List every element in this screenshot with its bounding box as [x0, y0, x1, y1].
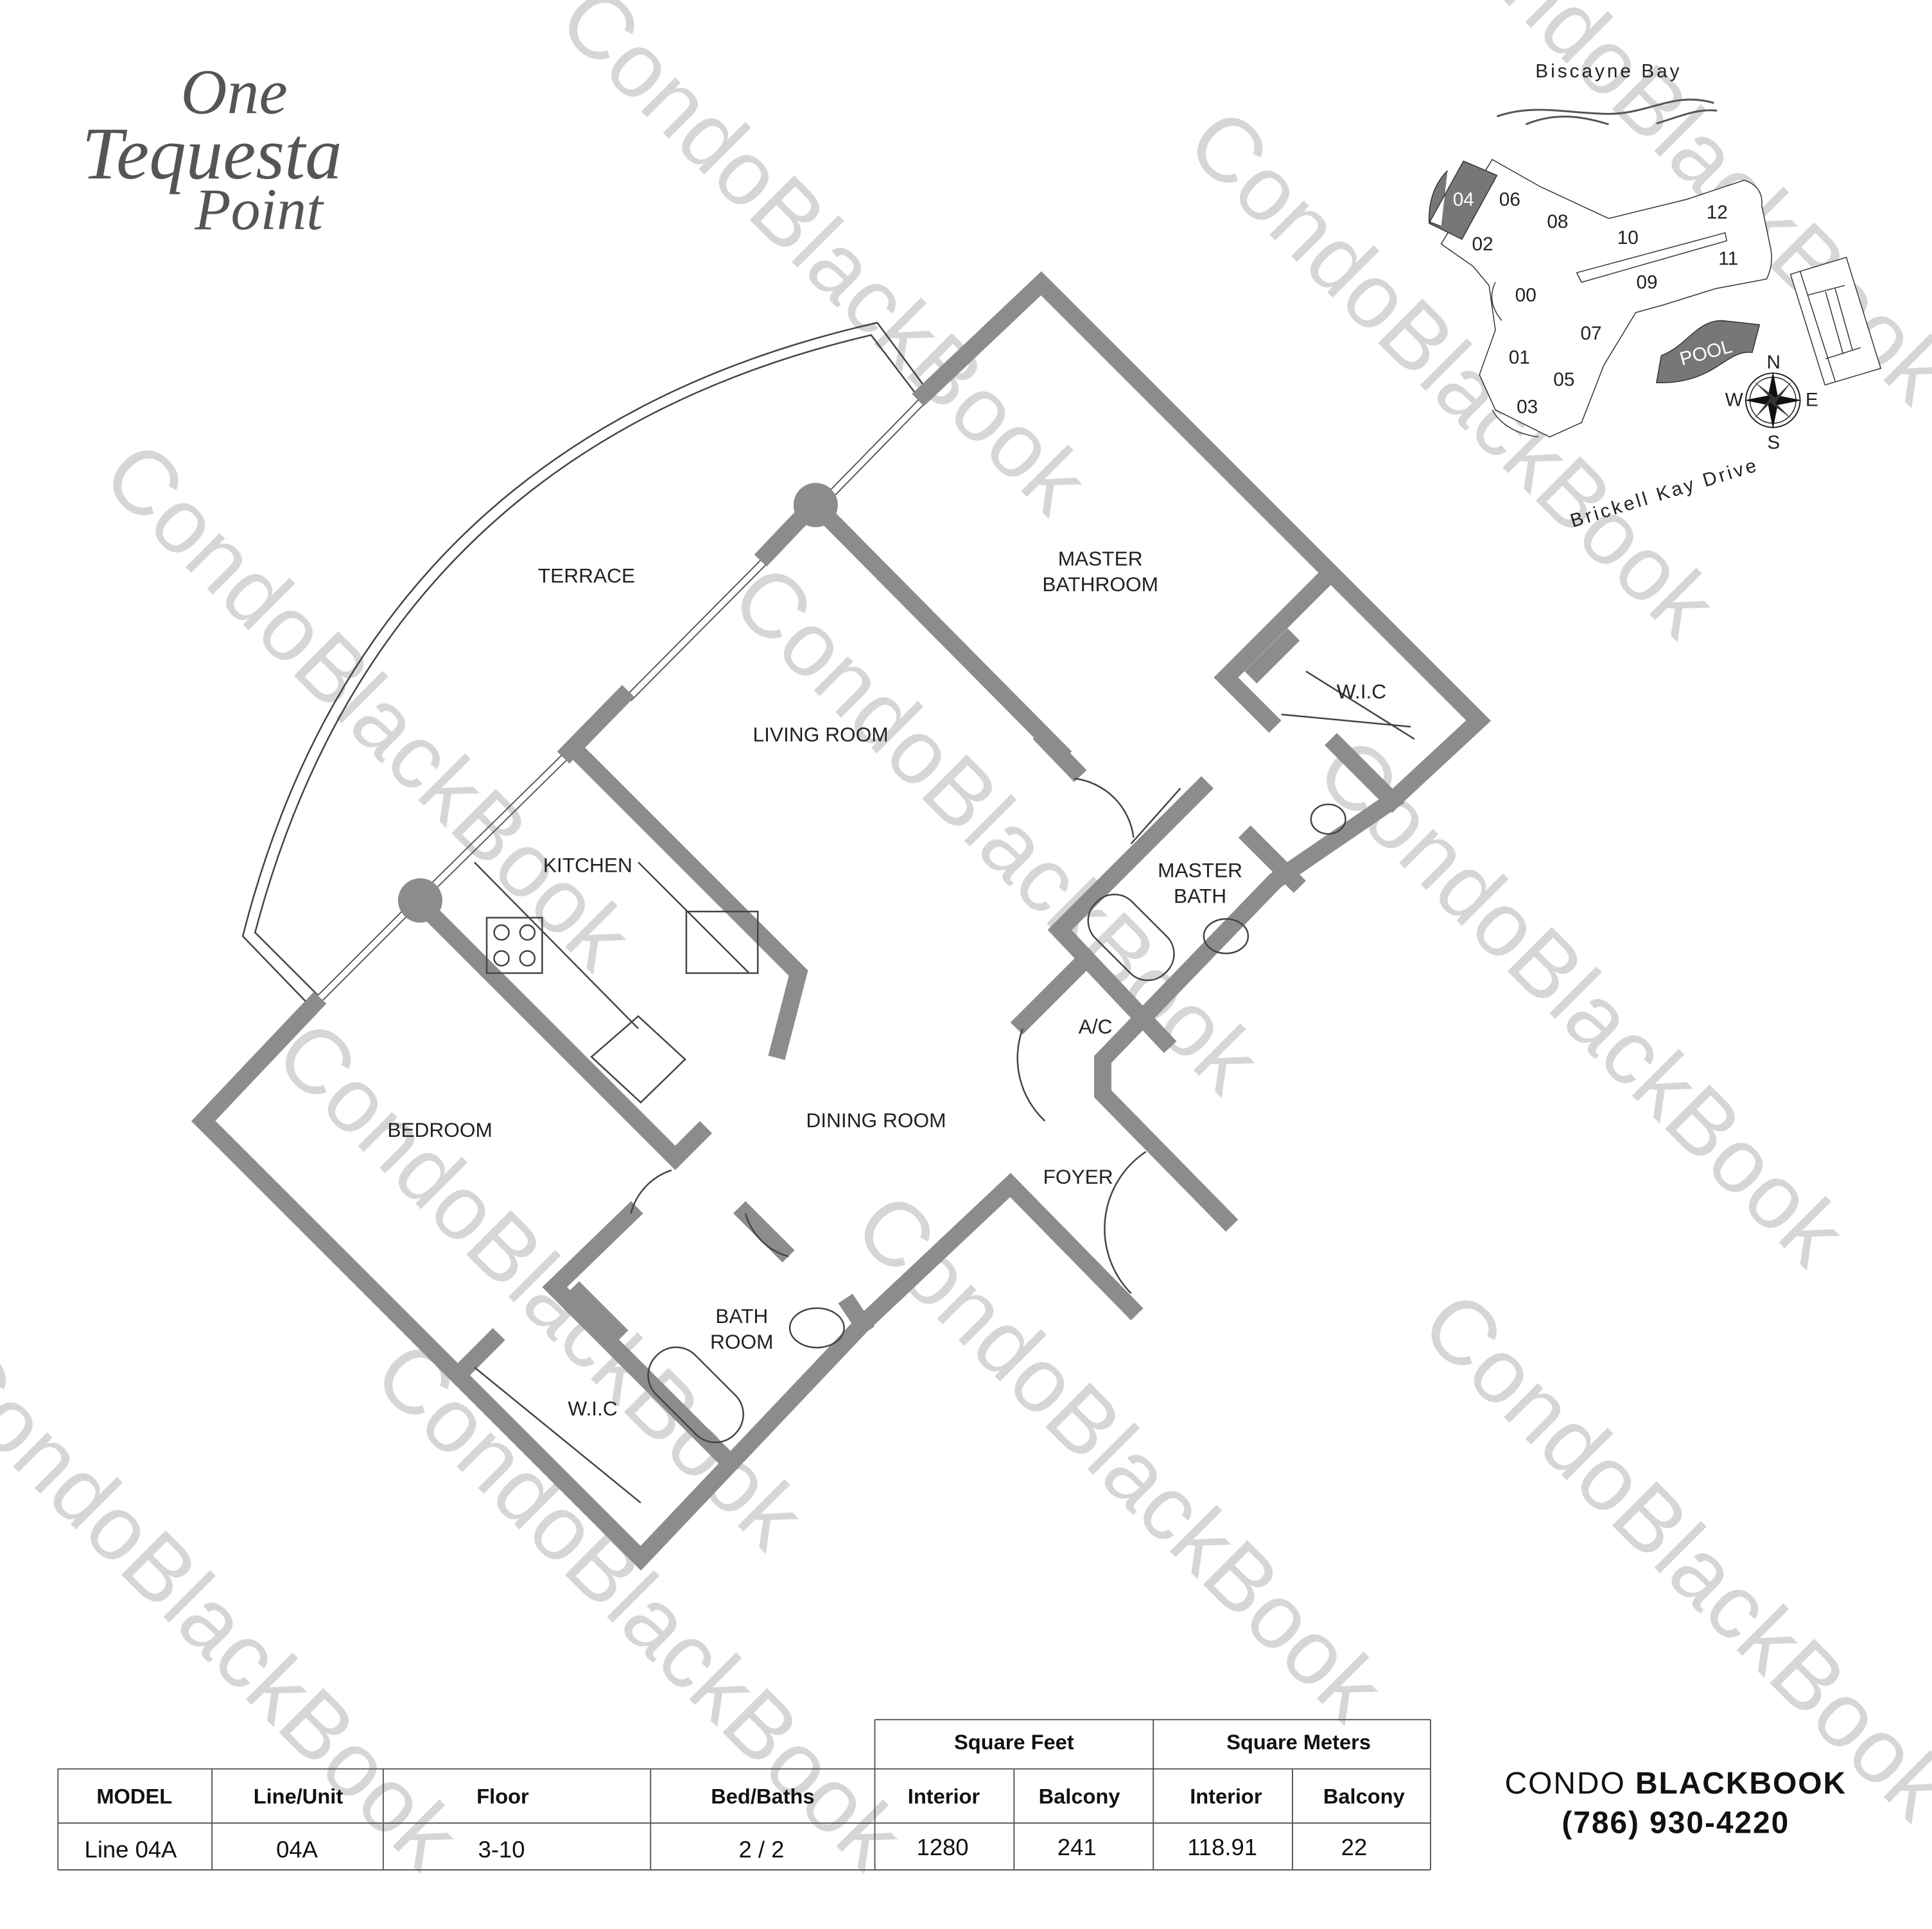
interior-wall — [406, 889, 713, 1170]
terrace-glass — [317, 399, 925, 1001]
water-waves — [1497, 98, 1718, 126]
cell-sqft-balcony: 241 — [1057, 1834, 1097, 1860]
brand-name: CONDO BLACKBOOK — [1505, 1767, 1847, 1801]
cell-floor: 3-10 — [478, 1837, 525, 1863]
logo-line2: Tequesta — [82, 112, 342, 195]
logo-line3: Point — [194, 177, 324, 242]
brand-name-bold: BLACKBOOK — [1635, 1767, 1847, 1801]
structural-column — [793, 483, 838, 528]
header-sqm-interior: Interior — [1190, 1784, 1262, 1808]
terrace-railing — [241, 322, 928, 1005]
room-label-bedroom-wic: W.I.C — [568, 1397, 617, 1420]
interior-wall — [453, 1281, 629, 1380]
unit-label: 09 — [1636, 272, 1657, 293]
cell-model: Line 04A — [85, 1837, 178, 1863]
tennis-court — [1789, 257, 1882, 386]
room-label-terrace: TERRACE — [538, 564, 635, 587]
key-plan-water-label: Biscayne Bay — [1535, 61, 1682, 82]
unit-label: 00 — [1515, 285, 1536, 306]
header-sqft-interior: Interior — [908, 1784, 980, 1808]
room-label-master-bath: BATH — [1174, 885, 1226, 908]
room-label-kitchen: KITCHEN — [543, 854, 632, 877]
room-label-master-bath: MASTER — [1158, 858, 1242, 881]
room-label-ac: A/C — [1079, 1015, 1113, 1038]
brand-phone[interactable]: (786) 930-4220 — [1562, 1806, 1789, 1840]
watermark: CondoBlackBook — [85, 422, 652, 989]
unit-label: 10 — [1617, 227, 1639, 248]
header-sqm-balcony: Balcony — [1323, 1784, 1405, 1808]
room-label-dining-room: DINING ROOM — [806, 1109, 946, 1132]
watermark: CondoBlackBook — [1403, 1272, 1932, 1839]
exterior-wall — [191, 991, 1144, 1571]
unit-label: 08 — [1547, 211, 1568, 232]
cell-sqm-balcony: 22 — [1341, 1834, 1368, 1860]
unit-specs-table: Square Feet Square Meters MODEL Line/Uni… — [57, 1718, 1431, 1871]
room-label-bedroom: BEDROOM — [387, 1118, 492, 1141]
unit-floor-plan: TERRACE MASTER BATHROOM W.I.C LIVING ROO… — [191, 271, 1492, 1571]
cell-sqm-interior: 118.91 — [1187, 1834, 1257, 1860]
room-label-master-bedroom: BATHROOM — [1042, 573, 1158, 596]
terrace-railing-inner — [254, 334, 915, 996]
brand-name-light: CONDO — [1505, 1767, 1626, 1801]
room-label-bathroom: BATH — [715, 1304, 768, 1328]
compass-south: S — [1767, 432, 1780, 453]
room-label-master-bedroom: MASTER — [1058, 547, 1143, 570]
watermark: CondoBlackBook — [713, 546, 1280, 1112]
cell-line-unit: 04A — [276, 1837, 318, 1863]
unit-label: 05 — [1553, 369, 1574, 390]
unit-label: 07 — [1580, 323, 1601, 344]
unit-label: 04 — [1453, 189, 1474, 210]
compass-west: W — [1725, 389, 1744, 410]
header-line-unit: Line/Unit — [254, 1784, 344, 1808]
header-bed-baths: Bed/Baths — [711, 1784, 814, 1808]
cell-bed-baths: 2 / 2 — [739, 1837, 785, 1863]
room-label-foyer: FOYER — [1043, 1165, 1113, 1188]
building-logo: One Tequesta Point — [82, 56, 342, 242]
unit-label: 02 — [1472, 234, 1493, 255]
exterior-wall — [1094, 788, 1405, 1232]
header-sqft-balcony: Balcony — [1039, 1784, 1120, 1808]
room-label-master-wic: W.I.C — [1337, 680, 1386, 703]
interior-wall — [803, 492, 1087, 783]
header-square-feet: Square Feet — [954, 1730, 1074, 1754]
unit-label: 12 — [1707, 202, 1728, 223]
header-square-meters: Square Meters — [1226, 1730, 1371, 1754]
interior-wall — [566, 741, 808, 1060]
building-outline — [1440, 159, 1772, 438]
interior-wall — [1010, 776, 1306, 1053]
interior-wall — [733, 1201, 875, 1336]
compass-rose-icon — [1744, 371, 1802, 429]
interior-wall — [542, 1201, 740, 1472]
logo-line1: One — [181, 56, 288, 128]
unit-label: 11 — [1718, 248, 1738, 269]
highlighted-unit-04 — [1428, 160, 1498, 240]
compass-east: E — [1806, 389, 1818, 410]
cell-sqft-interior: 1280 — [917, 1834, 969, 1860]
exterior-wall — [912, 271, 1492, 813]
header-model: MODEL — [96, 1784, 172, 1808]
room-label-bathroom: ROOM — [710, 1330, 773, 1353]
unit-label: 01 — [1509, 347, 1530, 368]
pool-shape — [1656, 320, 1761, 383]
table-grid — [57, 1718, 1431, 1871]
structural-column — [397, 878, 442, 923]
unit-label: 03 — [1517, 396, 1538, 417]
unit-label: 06 — [1499, 189, 1520, 210]
header-floor: Floor — [476, 1784, 529, 1808]
watermark: CondoBlackBook — [541, 0, 1108, 533]
fixtures — [473, 670, 1415, 1504]
room-label-living-room: LIVING ROOM — [753, 723, 889, 746]
interior-wall — [1214, 566, 1405, 813]
compass-north: N — [1767, 352, 1781, 373]
